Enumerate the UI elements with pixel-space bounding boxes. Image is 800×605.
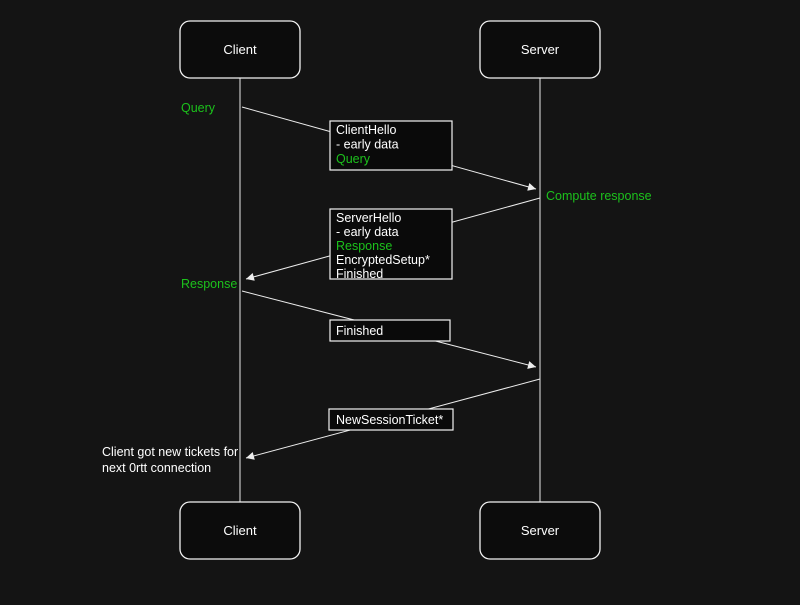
annotation-query: Query — [181, 101, 216, 115]
actor-client-top: Client — [179, 20, 301, 79]
annotation-response: Response — [181, 277, 237, 291]
actor-server-bottom-label: Server — [521, 523, 560, 538]
note-new-tickets: Client got new tickets for next 0rtt con… — [102, 445, 238, 475]
actor-server-top-box — [479, 20, 601, 79]
actor-server-bottom: Server — [479, 501, 601, 560]
message-box-serverhello-rect — [329, 208, 453, 280]
actor-server-bottom-box — [479, 501, 601, 560]
note-new-tickets-line1: Client got new tickets for — [102, 445, 238, 459]
message-box-newsessionticket-rect — [328, 408, 454, 431]
serverhello-line5: Finished — [336, 267, 383, 281]
serverhello-line2: - early data — [336, 225, 399, 239]
actor-client-top-box — [179, 20, 301, 79]
clienthello-line2: - early data — [336, 138, 399, 152]
actor-client-bottom-box — [179, 501, 301, 560]
actor-client-bottom: Client — [179, 501, 301, 560]
clienthello-line3: Query — [336, 152, 371, 166]
actor-server-top: Server — [479, 20, 601, 79]
newsessionticket-line1: NewSessionTicket* — [336, 413, 443, 427]
actor-client-top-label: Client — [223, 42, 257, 57]
actor-client-bottom-label: Client — [223, 523, 257, 538]
actor-server-top-label: Server — [521, 42, 560, 57]
message-box-clienthello-rect — [329, 120, 453, 171]
message-box-newsessionticket: NewSessionTicket* — [328, 408, 454, 431]
message-box-finished: Finished — [329, 319, 451, 342]
clienthello-line1: ClientHello — [336, 123, 396, 137]
finished-line1: Finished — [336, 324, 383, 338]
serverhello-line4: EncryptedSetup* — [336, 253, 430, 267]
note-new-tickets-line2: next 0rtt connection — [102, 461, 211, 475]
serverhello-line1: ServerHello — [336, 211, 401, 225]
serverhello-line3: Response — [336, 239, 392, 253]
annotation-compute-response: Compute response — [546, 189, 652, 203]
message-box-serverhello: ServerHello - early data Response Encryp… — [329, 208, 453, 281]
message-box-finished-rect — [329, 319, 451, 342]
message-box-clienthello: ClientHello - early data Query — [329, 120, 453, 171]
